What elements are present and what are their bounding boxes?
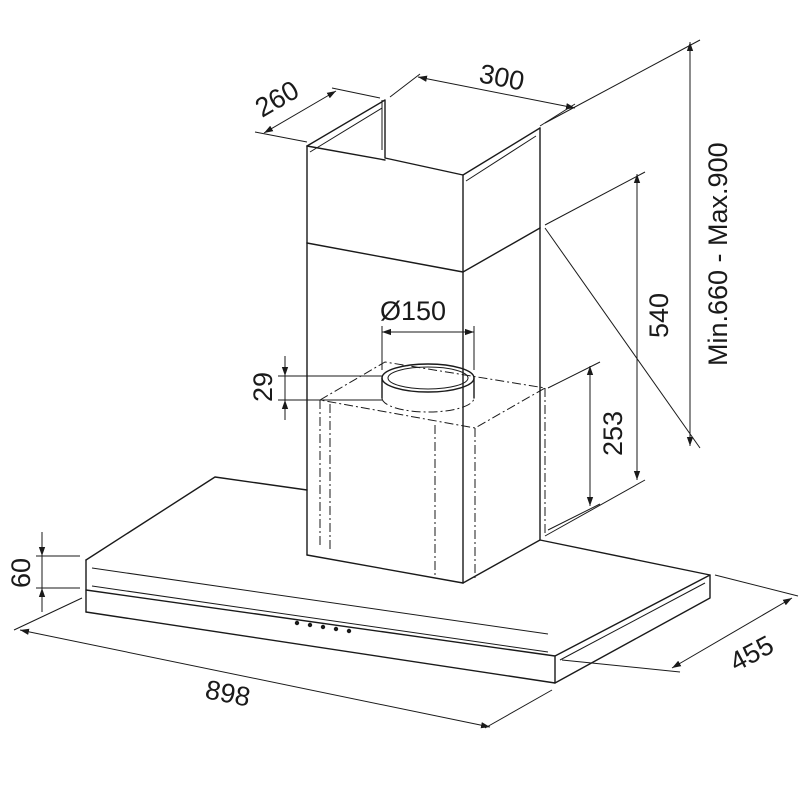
dim-label: 260: [250, 75, 304, 124]
control-button[interactable]: [346, 628, 352, 634]
control-button[interactable]: [294, 620, 300, 626]
dim-upper-chimney-height: 540: [544, 171, 674, 537]
dim-chimney-depth: 260: [250, 75, 381, 143]
control-button[interactable]: [320, 624, 326, 630]
dim-chimney-height-range: Min.660 - Max.900: [544, 39, 733, 449]
dim-label: Ø150: [380, 296, 446, 326]
dim-label: 60: [6, 558, 36, 588]
dim-outlet-collar-height: 29: [248, 356, 382, 420]
dim-label: 898: [203, 674, 253, 712]
canopy: [85, 476, 711, 684]
motor-housing-hidden: [318, 361, 547, 578]
lower-chimney: [306, 227, 541, 584]
dim-label: 29: [248, 372, 278, 402]
dim-label: 300: [477, 58, 527, 96]
outlet-collar: [381, 363, 475, 413]
dim-chimney-width: 300: [389, 58, 576, 127]
dim-outlet-diameter: Ø150: [380, 296, 475, 370]
dim-label: 540: [644, 293, 674, 338]
control-button[interactable]: [333, 626, 339, 632]
upper-chimney: [306, 99, 541, 273]
dim-motor-housing-height: 253: [547, 361, 628, 531]
dim-canopy-height: 60: [6, 532, 80, 612]
dim-label: 455: [725, 630, 779, 678]
dim-label: Min.660 - Max.900: [703, 142, 733, 366]
control-button[interactable]: [307, 622, 313, 628]
dim-label: 253: [598, 411, 628, 456]
